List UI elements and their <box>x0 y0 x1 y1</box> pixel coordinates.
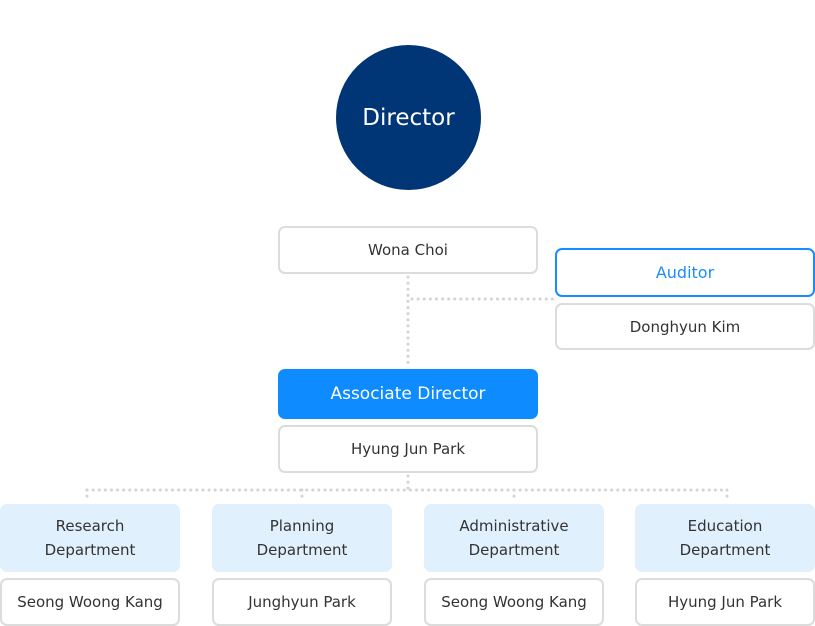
department-planning: Planning Department <box>212 504 392 572</box>
director-name: Wona Choi <box>368 241 448 259</box>
department-head-name: Hyung Jun Park <box>667 593 783 611</box>
department-label-line1: Education <box>687 517 763 535</box>
department-label-line1: Administrative <box>459 517 569 535</box>
department-head-research: Seong Woong Kang <box>0 578 180 626</box>
department-head-name: Junghyun Park <box>248 593 356 611</box>
department-administrative: Administrative Department <box>424 504 604 572</box>
department-label-line2: Department <box>468 541 560 559</box>
associate-director-title: Associate Director <box>330 384 486 404</box>
department-head-administrative: Seong Woong Kang <box>424 578 604 626</box>
department-head-planning: Junghyun Park <box>212 578 392 626</box>
department-research: Research Department <box>0 504 180 572</box>
department-education: Education Department <box>635 504 815 572</box>
department-label-line1: Planning <box>269 517 335 535</box>
director-circle: Director <box>336 45 481 190</box>
department-head-education: Hyung Jun Park <box>635 578 815 626</box>
associate-director-box: Associate Director <box>278 369 538 419</box>
auditor-name: Donghyun Kim <box>629 317 741 336</box>
associate-director-name-box: Hyung Jun Park <box>278 425 538 473</box>
department-label-line2: Department <box>679 541 771 559</box>
auditor-box: Auditor <box>555 248 815 297</box>
department-label-line2: Department <box>256 541 348 559</box>
department-head-name: Seong Woong Kang <box>17 593 163 611</box>
department-label-line1: Research <box>55 517 125 535</box>
director-name-box: Wona Choi <box>278 226 538 274</box>
associate-director-name: Hyung Jun Park <box>350 440 466 458</box>
auditor-title: Auditor <box>655 263 715 282</box>
department-label-line2: Department <box>44 541 136 559</box>
auditor-name-box: Donghyun Kim <box>555 303 815 350</box>
director-title: Director <box>362 104 455 131</box>
department-head-name: Seong Woong Kang <box>441 593 587 611</box>
